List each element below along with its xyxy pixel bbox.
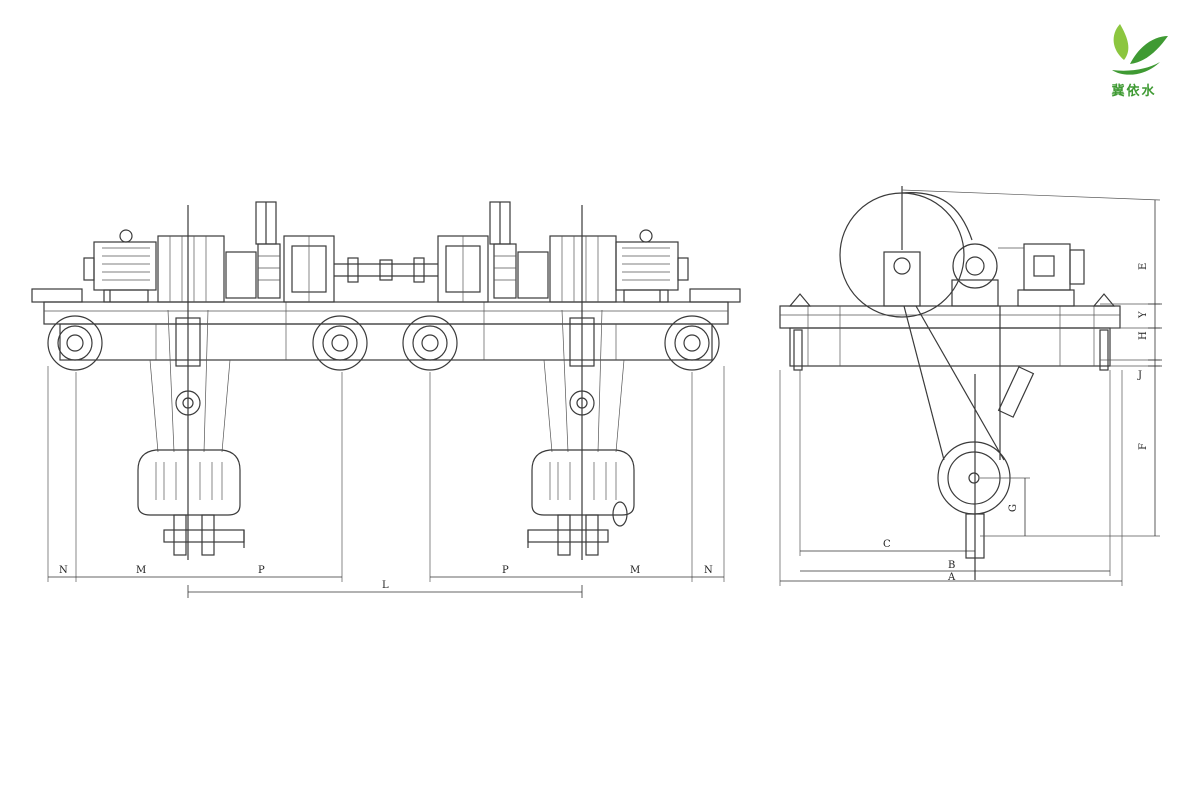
hoist-drum-side	[839, 186, 973, 318]
hoist-drum-right	[489, 201, 617, 303]
gearbox-side	[951, 243, 1085, 307]
wheel	[664, 315, 720, 371]
hoist-drum-left	[157, 201, 281, 303]
dim-label-p-right: P	[502, 565, 509, 576]
dim-label-g: G	[1008, 504, 1019, 512]
dim-label-e: E	[1138, 263, 1149, 270]
dim-label-c: C	[883, 539, 891, 550]
wheel	[402, 315, 458, 371]
reducer-right	[437, 235, 489, 303]
dimension-lines-side	[780, 200, 1162, 582]
reducer-left	[283, 235, 335, 303]
dim-label-m-left: M	[136, 565, 146, 576]
dim-label-f: F	[1138, 443, 1149, 450]
hook-block-side	[903, 305, 1035, 580]
dim-label-m-right: M	[630, 565, 640, 576]
dim-label-h: H	[1138, 331, 1149, 340]
bridge-beam	[31, 288, 741, 361]
dimension-labels-side: E Y H J F G C B A	[883, 263, 1149, 583]
transmission-shaft	[334, 257, 438, 283]
dim-label-l: L	[382, 580, 389, 591]
hook-assembly-right	[527, 205, 635, 560]
wheel	[312, 315, 368, 371]
wheel	[47, 315, 103, 371]
dim-label-n-left: N	[59, 565, 68, 576]
dimension-labels: N M P L P M N	[59, 565, 713, 591]
dim-label-p-left: P	[258, 565, 265, 576]
front-view: N M P L P M N	[31, 201, 741, 598]
trolley-frame	[779, 293, 1121, 371]
hook-assembly-left	[137, 205, 245, 560]
extension-lines-side	[779, 189, 1161, 586]
motor-left	[83, 229, 157, 303]
dim-label-n-right: N	[704, 565, 713, 576]
dim-label-j: J	[1137, 370, 1142, 381]
dim-label-y: Y	[1138, 311, 1149, 319]
extension-lines	[47, 366, 725, 582]
dim-label-b: B	[948, 560, 955, 571]
brand-logo-icon	[1112, 24, 1168, 75]
dimension-lines	[48, 576, 724, 598]
brand-logo-text: 冀依水	[1111, 84, 1157, 99]
side-view: E Y H J F G C B A	[779, 186, 1162, 586]
dim-label-a: A	[947, 572, 956, 583]
motor-right	[615, 229, 689, 303]
